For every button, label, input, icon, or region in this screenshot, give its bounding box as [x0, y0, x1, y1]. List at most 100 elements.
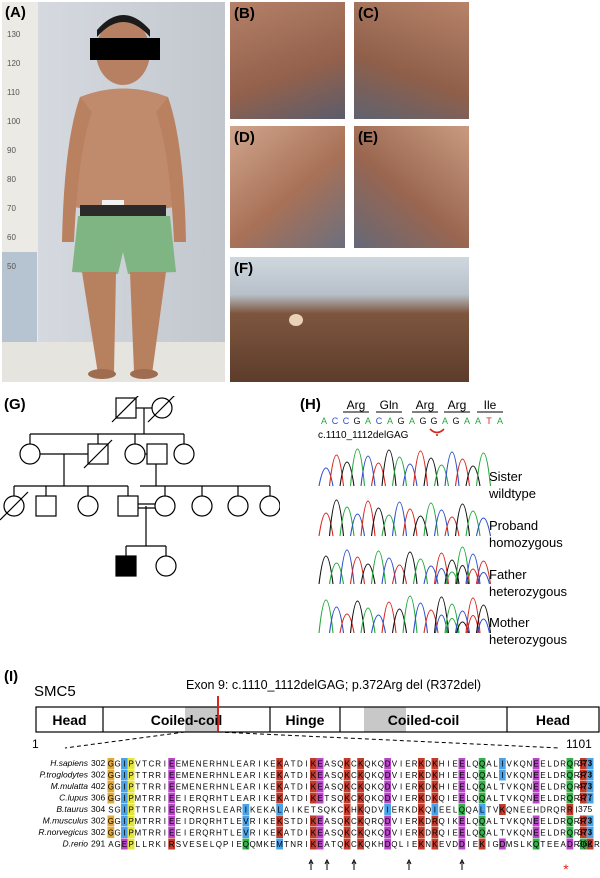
residue-highlight	[343, 781, 351, 792]
base-letter: G	[452, 416, 459, 426]
residue-highlight	[478, 769, 486, 781]
residue-highlight	[458, 804, 466, 815]
residue: E	[412, 840, 417, 849]
residue: L	[547, 829, 552, 838]
residue-highlight	[566, 792, 574, 804]
residue: I	[576, 806, 578, 815]
base-letter: C	[343, 416, 350, 426]
residue-highlight	[127, 804, 135, 815]
residue: K	[513, 771, 519, 780]
residue: I	[258, 817, 260, 826]
alignment-start: 302	[91, 758, 105, 768]
residue: E	[554, 840, 559, 849]
residue: K	[371, 771, 377, 780]
residue: R	[412, 794, 418, 803]
residue: Q	[364, 817, 370, 826]
residue: Q	[364, 760, 370, 769]
residue-highlight	[168, 792, 175, 804]
residue: E	[452, 783, 457, 792]
residue: K	[513, 783, 519, 792]
residue: L	[230, 771, 235, 780]
ruler-tick: 110	[7, 88, 20, 97]
residue: T	[540, 840, 545, 849]
residue: D	[425, 794, 431, 803]
residue: L	[493, 817, 498, 826]
residue: Q	[250, 840, 256, 849]
residue-highlight	[168, 758, 175, 769]
residue: D	[553, 760, 559, 769]
residue: K	[311, 783, 317, 792]
base-letter: G	[397, 416, 404, 426]
residue: I	[231, 840, 233, 849]
trace-label-mother: Mother heterozygous	[489, 615, 568, 647]
residue-highlight	[121, 827, 128, 838]
residue: M	[182, 760, 189, 769]
residue: E	[169, 771, 174, 780]
residue: E	[527, 806, 532, 815]
residue-highlight	[316, 838, 324, 850]
residue: R	[560, 829, 566, 838]
residue: L	[547, 783, 552, 792]
residue: Q	[567, 817, 573, 826]
residue: E	[169, 794, 174, 803]
residue: K	[432, 783, 438, 792]
ruler-tick: 90	[7, 146, 16, 155]
pedigree-female	[77, 495, 99, 517]
residue: A	[324, 840, 330, 849]
residue: D	[385, 829, 391, 838]
residue-highlight	[107, 815, 115, 827]
residue-highlight	[121, 838, 128, 850]
residue: R	[169, 840, 175, 849]
ruler-tick: 120	[7, 59, 21, 68]
residue: N	[196, 771, 202, 780]
residue-highlight	[127, 781, 135, 792]
residue-highlight	[580, 758, 587, 769]
residue: P	[223, 840, 228, 849]
alignment-end: 375	[578, 804, 592, 814]
residue: S	[331, 783, 336, 792]
residue: H	[439, 783, 445, 792]
panel-label-i: (I)	[4, 668, 19, 685]
residue: E	[203, 760, 208, 769]
species-name: B.taurus	[56, 804, 88, 814]
chromatogram-trace	[318, 546, 492, 585]
residue: R	[182, 806, 188, 815]
residue: R	[148, 783, 154, 792]
residue: L	[547, 760, 552, 769]
residue-highlight	[343, 827, 351, 838]
residue: R	[250, 829, 256, 838]
residue: K	[432, 794, 438, 803]
residue: K	[358, 829, 364, 838]
residue: E	[540, 794, 545, 803]
residue: T	[142, 783, 147, 792]
residue-highlight	[566, 827, 574, 838]
base-letter: A	[321, 416, 327, 426]
residue: A	[243, 771, 249, 780]
residue: K	[331, 806, 337, 815]
residue: P	[128, 771, 133, 780]
protein-name: SMC5	[34, 683, 76, 700]
residue: Q	[472, 771, 478, 780]
residue: V	[392, 760, 398, 769]
residue: R	[574, 771, 580, 780]
residue: A	[324, 760, 330, 769]
residue: T	[311, 806, 316, 815]
residue: C	[148, 760, 154, 769]
residue: H	[216, 794, 222, 803]
residue: Q	[337, 771, 343, 780]
residue: E	[439, 840, 444, 849]
residue-highlight	[478, 827, 486, 838]
residue: L	[217, 806, 222, 815]
residue: R	[155, 760, 161, 769]
residue: A	[284, 806, 290, 815]
residue: I	[589, 760, 591, 769]
residue: K	[513, 817, 519, 826]
residue: I	[400, 817, 402, 826]
alignment-start: 304	[91, 804, 105, 814]
residue: E	[533, 794, 538, 803]
residue: K	[358, 794, 364, 803]
residue: A	[486, 760, 492, 769]
residue: Q	[567, 794, 573, 803]
residue: Q	[479, 760, 485, 769]
alignment-end: 473	[578, 781, 592, 791]
